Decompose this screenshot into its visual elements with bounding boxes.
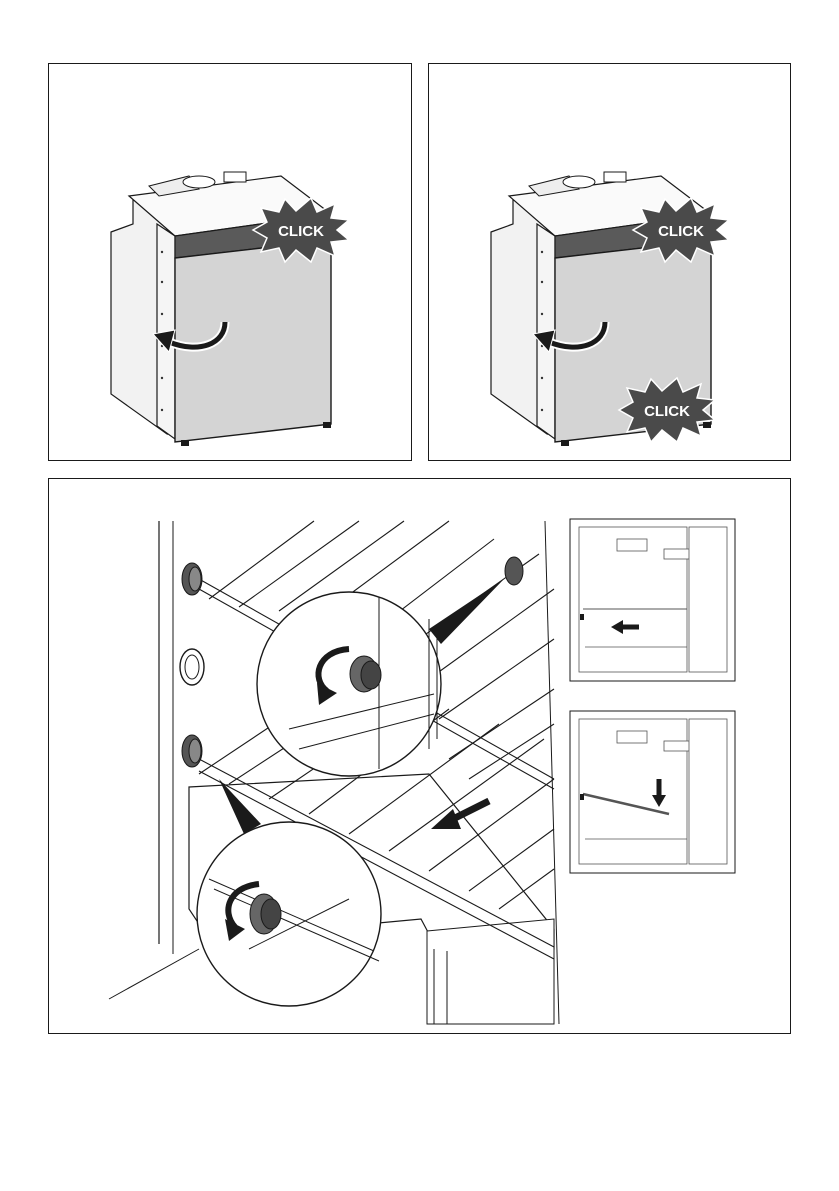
detail-magnifier-lower — [197, 822, 381, 1006]
shelf-knob — [505, 557, 523, 585]
fridge-illustration: CLICK — [49, 64, 412, 461]
shelf-illustration — [49, 479, 791, 1034]
click-label: CLICK — [644, 403, 690, 420]
fridge-illustration: CLICK CLICK — [429, 64, 791, 461]
panel-shelf-removal — [48, 478, 791, 1034]
click-label: CLICK — [658, 223, 704, 240]
panel-door-top-bottom-click: CLICK CLICK — [428, 63, 791, 461]
reference-fridge-slide — [570, 519, 735, 681]
detail-magnifier-upper — [257, 592, 441, 776]
shelf-knob — [182, 563, 202, 595]
shelf-knob — [182, 735, 202, 767]
reference-fridge-down — [570, 711, 735, 873]
panel-door-top-click: CLICK — [48, 63, 412, 461]
click-label: CLICK — [278, 223, 324, 240]
